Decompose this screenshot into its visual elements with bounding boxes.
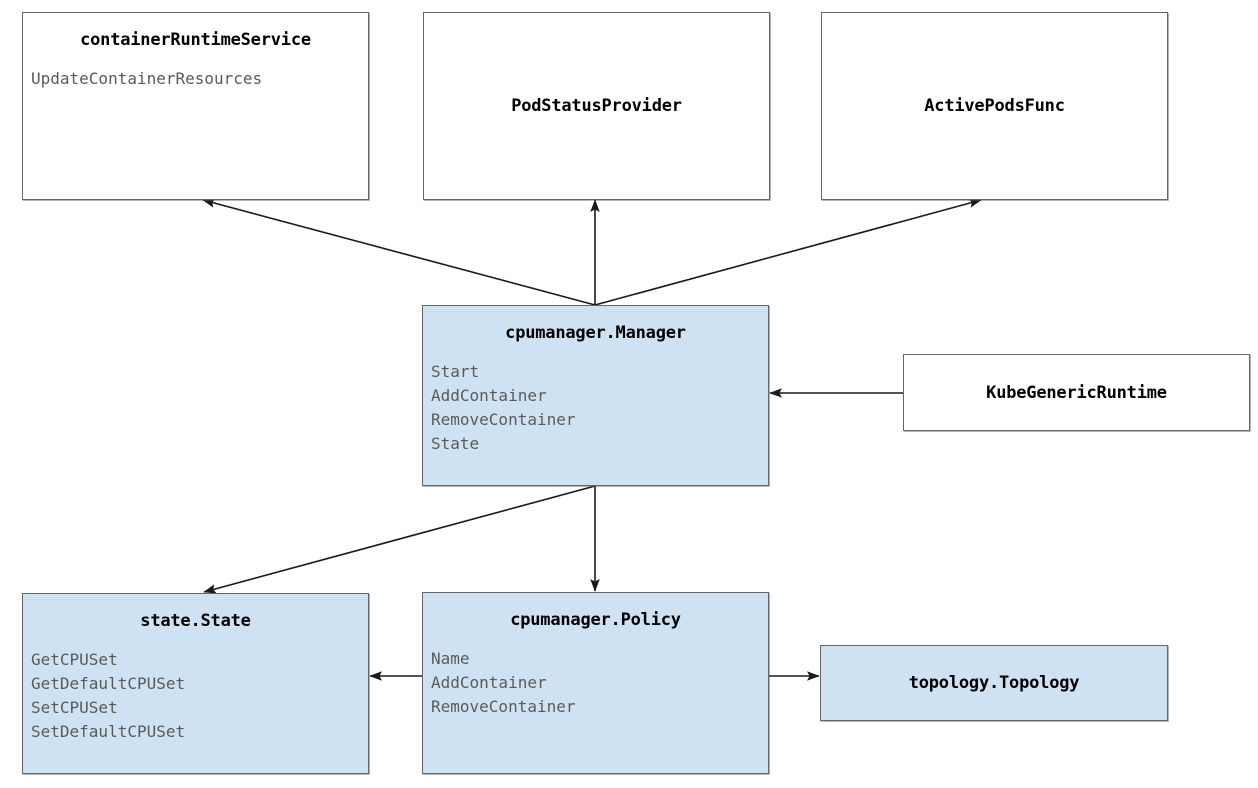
class-member: RemoveContainer (431, 410, 576, 429)
class-title: PodStatusProvider (511, 96, 682, 116)
class-member-list: UpdateContainerResources (31, 67, 368, 91)
class-member: AddContainer (431, 673, 547, 692)
class-member: RemoveContainer (431, 697, 576, 716)
class-member: Name (431, 649, 470, 668)
class-member: State (431, 434, 480, 453)
class-member: SetCPUSet (31, 698, 118, 717)
class-member: Start (431, 362, 480, 381)
class-title: containerRuntimeService (80, 30, 311, 50)
class-member: UpdateContainerResources (31, 69, 263, 88)
class-box-activePodsFunc[interactable]: ActivePodsFunc (821, 12, 1168, 200)
class-box-podStatusProvider[interactable]: PodStatusProvider (423, 12, 770, 200)
class-title: cpumanager.Policy (510, 610, 681, 630)
class-member: GetDefaultCPUSet (31, 674, 186, 693)
edge-manager-to-activePodsFunc (594, 198, 982, 306)
class-title: ActivePodsFunc (924, 96, 1065, 116)
edge-manager-to-stateState (203, 485, 596, 594)
class-title: state.State (140, 611, 251, 631)
class-title: cpumanager.Manager (505, 323, 686, 343)
class-title: topology.Topology (908, 673, 1080, 693)
class-member: GetCPUSet (31, 650, 118, 669)
class-box-kubeGenericRuntime[interactable]: KubeGenericRuntime (903, 354, 1250, 431)
class-box-topologyTopology[interactable]: topology.Topology (820, 645, 1168, 721)
class-member: AddContainer (431, 386, 547, 405)
edge-manager-to-containerRuntimeService (202, 198, 596, 306)
class-member: SetDefaultCPUSet (31, 722, 186, 741)
class-title: KubeGenericRuntime (986, 382, 1167, 403)
